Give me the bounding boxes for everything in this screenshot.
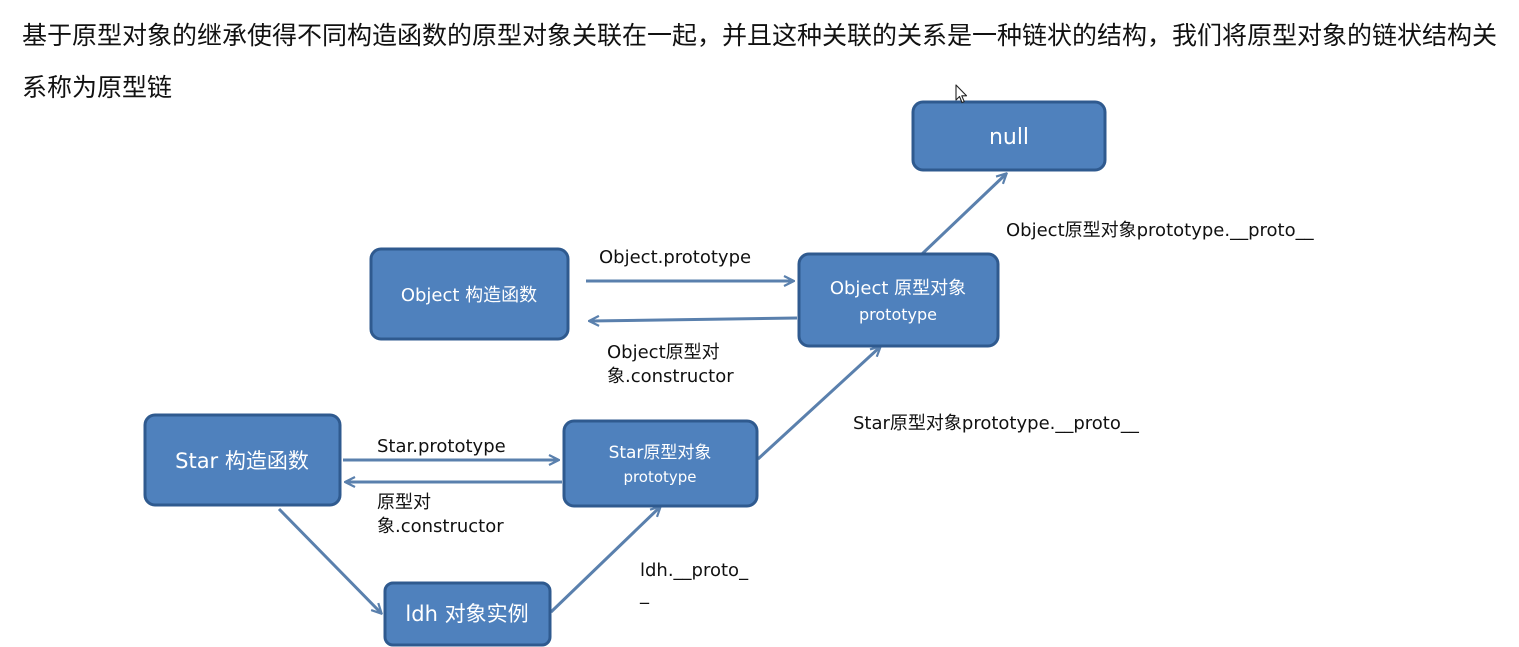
label-ldh-proto-link-line1: ldh.__proto_ (640, 560, 749, 581)
label-object-proto-to-null: Object原型对象prototype.__proto__ (1006, 220, 1315, 241)
node-object-constructor-label: Object 构造函数 (401, 285, 537, 306)
label-star-proto-to-object: Star原型对象prototype.__proto__ (853, 413, 1140, 434)
label-object-constructor-link-line2: 象.constructor (607, 366, 734, 387)
node-star-constructor-label: Star 构造函数 (175, 449, 309, 473)
node-ldh-instance-label: ldh 对象实例 (405, 602, 528, 626)
node-star-prototype: Star原型对象 prototype (562, 419, 759, 508)
node-object-constructor: Object 构造函数 (369, 247, 570, 341)
label-ldh-proto-link-line2: _ (639, 584, 650, 605)
node-null-label: null (989, 125, 1029, 150)
intro-paragraph: 基于原型对象的继承使得不同构造函数的原型对象关联在一起，并且这种关联的关系是一种… (22, 21, 1498, 102)
arrow-star-prototype-to-object-prototype (756, 347, 880, 461)
label-object-constructor-link-line1: Object原型对 (607, 342, 720, 363)
node-star-prototype-sublabel: prototype (623, 468, 696, 486)
label-star-constructor-link-line2: 象.constructor (377, 516, 504, 537)
node-object-prototype: Object 原型对象 prototype (797, 252, 1000, 348)
node-null: null (911, 100, 1107, 172)
node-star-constructor: Star 构造函数 (143, 413, 342, 507)
arrow-ldh-instance-to-star-prototype (549, 507, 660, 614)
node-star-prototype-label: Star原型对象 (609, 443, 712, 463)
node-object-prototype-sublabel: prototype (859, 305, 937, 324)
label-star-prototype-link: Star.prototype (377, 436, 506, 457)
label-object-prototype-link: Object.prototype (599, 247, 751, 268)
label-star-constructor-link-line1: 原型对 (377, 492, 431, 513)
arrow-object-prototype-to-null (920, 174, 1006, 256)
arrow-star-constructor-to-ldh-instance (277, 507, 381, 613)
node-object-prototype-label: Object 原型对象 (830, 278, 966, 299)
node-ldh-instance: ldh 对象实例 (383, 581, 552, 647)
mouse-pointer-icon (955, 84, 968, 104)
arrow-object-prototype-to-object-constructor (590, 318, 798, 321)
